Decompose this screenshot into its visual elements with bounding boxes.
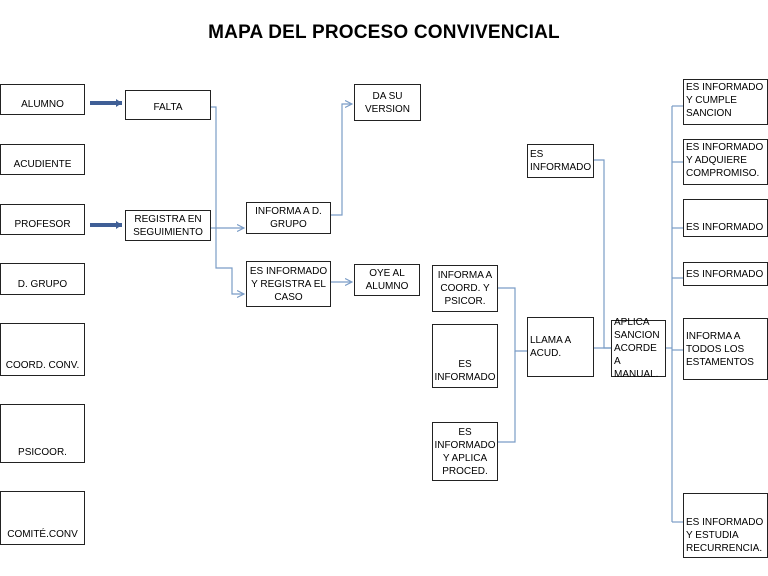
actor-alumno-label: ALUMNO [21, 99, 64, 110]
step-aplica-sancion-label: APLICA SANCION ACORDE A MANUAL. [614, 317, 660, 380]
outcome-adquiere-compromiso: ES INFORMADO Y ADQUIERE COMPROMISO. [683, 139, 768, 185]
outcome-cumple-sancion-label: ES INFORMADO Y CUMPLE SANCION [686, 82, 764, 119]
outcome-estudia-recurrencia-label: ES INFORMADO Y ESTUDIA RECURRENCIA. [686, 517, 764, 554]
step-es-informado-1: ES INFORMADO [432, 324, 498, 388]
step-falta-label: FALTA [153, 101, 183, 113]
step-es-informado-2: ES INFORMADO [527, 144, 594, 178]
actor-d-grupo-label: D. GRUPO [17, 279, 68, 290]
step-llama-acud-label: LLAMA A ACUD. [530, 335, 571, 359]
step-es-informado-registra: ES INFORMADO Y REGISTRA EL CASO [246, 261, 331, 307]
actor-psicoor-label: PSICOOR. [18, 447, 67, 458]
step-es-informado-registra-label: ES INFORMADO Y REGISTRA EL CASO [249, 265, 328, 303]
step-informa-d-grupo-label: INFORMA A D. GRUPO [255, 206, 322, 230]
actor-coord-conv-label: COORD. CONV. [5, 360, 80, 371]
actor-acudiente: ACUDIENTE [0, 144, 85, 175]
outcome-adquiere-compromiso-label: ES INFORMADO Y ADQUIERE COMPROMISO. [686, 142, 764, 179]
page-title: MAPA DEL PROCESO CONVIVENCIAL [208, 22, 560, 43]
step-es-informado-1-label: ES INFORMADO [434, 359, 496, 383]
actor-acudiente-label: ACUDIENTE [13, 159, 72, 170]
actor-comite-conv: COMITÉ.CONV [0, 491, 85, 545]
line-proced-acud [498, 351, 516, 443]
step-informa-coord-psicor-label: INFORMA A COORD. Y PSICOR. [437, 270, 493, 307]
line-esinf-aplica [594, 159, 612, 349]
outcome-es-informado-3: ES INFORMADO [683, 199, 768, 237]
line-falta-informa [210, 106, 244, 228]
step-oye-alumno: OYE AL ALUMNO [354, 264, 420, 296]
outcome-cumple-sancion: ES INFORMADO Y CUMPLE SANCION [683, 79, 768, 125]
outcome-es-informado-4: ES INFORMADO [683, 262, 768, 286]
step-es-informado-aplica-proced-label: ES INFORMADO Y APLICA PROCED. [434, 426, 496, 477]
step-registra-seguimiento-label: REGISTRA EN SEGUIMIENTO [133, 213, 203, 238]
step-llama-acud: LLAMA A ACUD. [527, 317, 594, 377]
step-aplica-sancion: APLICA SANCION ACORDE A MANUAL. [611, 317, 666, 380]
outcome-es-informado-3-label: ES INFORMADO [686, 222, 764, 233]
step-informa-d-grupo: INFORMA A D. GRUPO [246, 202, 331, 234]
actor-profesor: PROFESOR [0, 204, 85, 235]
step-informa-coord-psicor: INFORMA A COORD. Y PSICOR. [432, 265, 498, 312]
actor-d-grupo: D. GRUPO [0, 263, 85, 295]
step-registra-seguimiento: REGISTRA EN SEGUIMIENTO [125, 210, 211, 241]
line-falta-registra [215, 228, 244, 294]
line-informa-da-version [331, 104, 352, 216]
actor-psicoor: PSICOOR. [0, 404, 85, 463]
actor-profesor-label: PROFESOR [14, 219, 71, 230]
actor-comite-conv-label: COMITÉ.CONV [7, 529, 78, 540]
outcome-informa-estamentos-label: INFORMA A TODOS LOS ESTAMENTOS [686, 330, 754, 368]
actor-coord-conv: COORD. CONV. [0, 323, 85, 376]
outcome-informa-estamentos: INFORMA A TODOS LOS ESTAMENTOS [683, 318, 768, 380]
step-falta: FALTA [125, 90, 211, 120]
step-es-informado-aplica-proced: ES INFORMADO Y APLICA PROCED. [432, 422, 498, 481]
step-da-su-version: DA SU VERSION [354, 84, 421, 121]
step-es-informado-2-label: ES INFORMADO [530, 149, 592, 173]
outcome-es-informado-4-label: ES INFORMADO [686, 268, 764, 280]
outcome-estudia-recurrencia: ES INFORMADO Y ESTUDIA RECURRENCIA. [683, 493, 768, 558]
step-da-su-version-label: DA SU VERSION [364, 90, 410, 115]
step-oye-alumno-label: OYE AL ALUMNO [365, 268, 409, 292]
actor-alumno: ALUMNO [0, 84, 85, 115]
line-coord-acud [498, 287, 528, 352]
